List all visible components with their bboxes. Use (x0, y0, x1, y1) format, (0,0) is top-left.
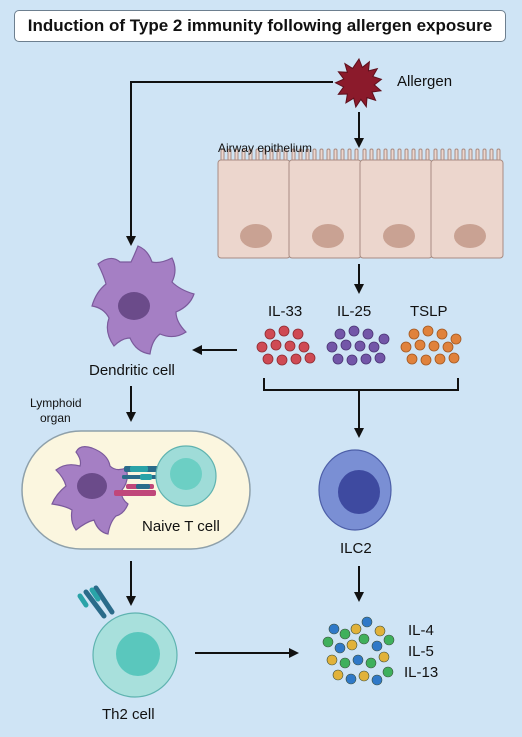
il13-label: IL-13 (404, 664, 439, 681)
lymphoid-organ-label-line1: Lymphoid (30, 396, 82, 410)
il5-label: IL-5 (408, 643, 434, 660)
naive-t-cell-label: Naive T cell (142, 518, 220, 535)
title-box: Induction of Type 2 immunity following a… (14, 10, 506, 42)
il4-label: IL-4 (408, 622, 434, 639)
diagram-title: Induction of Type 2 immunity following a… (27, 16, 493, 35)
naive-t-cell (155, 445, 217, 507)
il33-label: IL-33 (268, 303, 303, 320)
il25-label: IL-25 (337, 303, 372, 320)
dendritic-cell-label: Dendritic cell (89, 362, 175, 379)
effector-cytokine-dots (322, 616, 395, 686)
epithelium-nucleus (454, 224, 486, 248)
il33-dots (256, 325, 316, 366)
lymphoid-organ-label-line2: organ (40, 411, 71, 425)
airway-epithelium-label: Airway epithelium (218, 141, 313, 155)
tslp-dots (400, 325, 462, 366)
allergen-label: Allergen (397, 73, 453, 90)
airway-epithelium (217, 148, 504, 259)
epithelium-nucleus (383, 224, 415, 248)
cytokine-bracket (263, 378, 459, 391)
th2-cell (92, 612, 178, 698)
arrow-allergen-to-dendritic (126, 81, 333, 246)
th2-cell-label: Th2 cell (102, 706, 155, 723)
tslp-label: TSLP (410, 303, 448, 320)
dendritic-cell (91, 245, 195, 355)
ilc2-cell (318, 449, 392, 531)
epithelium-nucleus (240, 224, 272, 248)
il25-dots (326, 325, 390, 366)
epithelium-nucleus (312, 224, 344, 248)
dendritic-cell-in-lymph-node (51, 446, 129, 535)
allergen-icon (334, 57, 383, 109)
th2-receptor (77, 585, 115, 619)
ilc2-label: ILC2 (340, 540, 372, 557)
